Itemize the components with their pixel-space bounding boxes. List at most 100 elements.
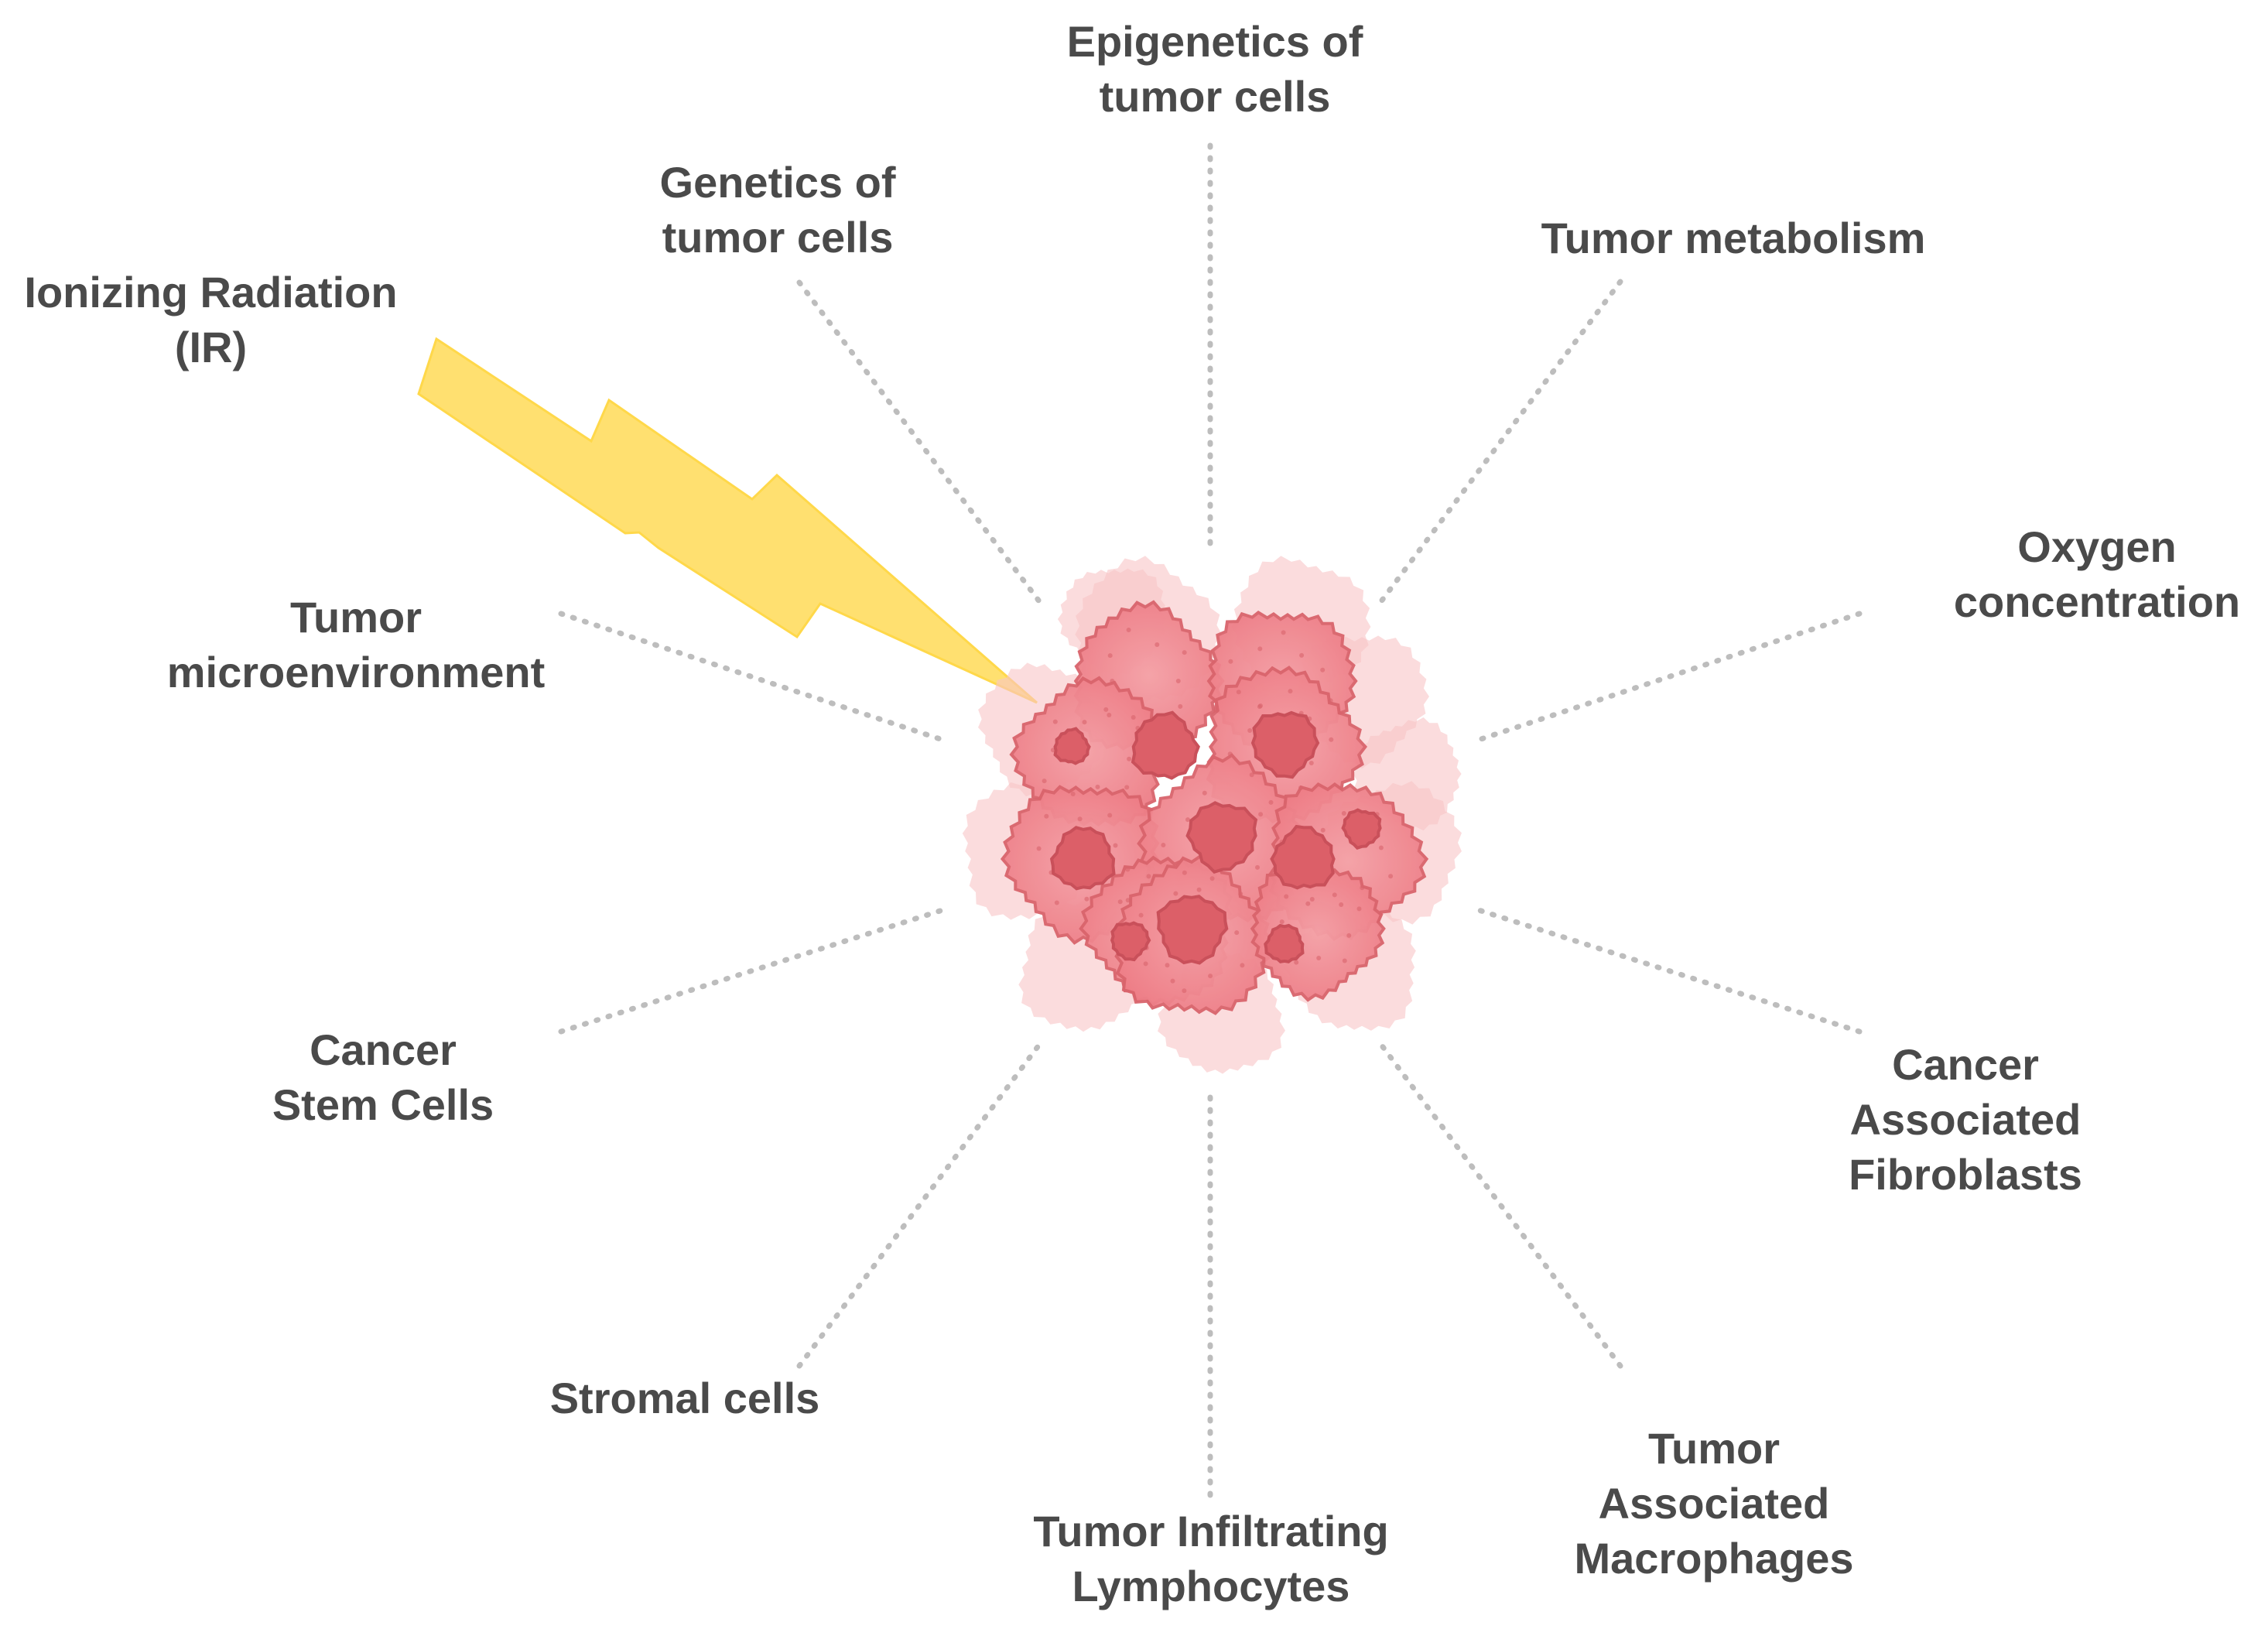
label-line: Stem Cells (272, 1080, 494, 1129)
cytoplasm-dot (1082, 720, 1087, 725)
cytoplasm-dot (1107, 813, 1113, 818)
label-line: Associated (1598, 1479, 1830, 1528)
cytoplasm-dot (1236, 690, 1241, 695)
cytoplasm-dot (1125, 867, 1131, 872)
cytoplasm-dot (1288, 689, 1293, 694)
cytoplasm-dot (1255, 864, 1260, 870)
cytoplasm-dot (1165, 963, 1170, 968)
cytoplasm-dot (1070, 792, 1076, 796)
cytoplasm-dot (1299, 652, 1305, 658)
cytoplasm-dot (1360, 885, 1365, 891)
cytoplasm-dot (1042, 779, 1047, 784)
label-line: (IR) (174, 323, 248, 371)
cytoplasm-dot (1234, 930, 1240, 936)
connector-oxygen (1476, 611, 1863, 743)
label-line: Genetics of (659, 158, 896, 207)
cytoplasm-dot (1126, 628, 1131, 632)
label-microenvironment: Tumor microenvironment (139, 590, 573, 700)
label-line: Cancer (1892, 1040, 2039, 1089)
label-line: microenvironment (166, 648, 546, 696)
label-tumor-associated-macrophages: Tumor Associated Macrophages (1540, 1421, 1888, 1586)
cytoplasm-dot (1182, 650, 1187, 655)
cytoplasm-dot (1342, 958, 1347, 963)
cytoplasm-dot (1284, 894, 1289, 899)
cytoplasm-dot (1125, 898, 1131, 903)
cytoplasm-dot (1332, 892, 1337, 898)
cytoplasm-dot (1281, 630, 1286, 635)
label-line: Lymphocytes (1072, 1562, 1350, 1610)
cytoplasm-dot (1279, 919, 1285, 925)
cytoplasm-dot (1309, 897, 1315, 902)
cytoplasm-dot (1182, 870, 1187, 875)
cytoplasm-dot (1110, 679, 1115, 683)
cytoplasm-dot (1173, 891, 1178, 896)
cell-nucleus (1110, 921, 1151, 962)
cytoplasm-dot (1249, 772, 1254, 778)
cytoplasm-dot (1320, 827, 1326, 833)
connector-tam (1378, 1042, 1623, 1369)
label-genetics: Genetics of tumor cells (623, 155, 932, 265)
cytoplasm-dot (1155, 642, 1160, 647)
label-cancer-stem-cells: Cancer Stem Cells (236, 1022, 530, 1132)
cell-nucleus (1250, 710, 1320, 779)
cytoplasm-dot (1305, 901, 1311, 906)
label-cancer-associated-fibroblasts: Cancer Associated Fibroblasts (1803, 1037, 2128, 1202)
cell-nucleus (1264, 923, 1305, 963)
cell-nucleus (1156, 895, 1229, 965)
label-line: Cancer (310, 1025, 457, 1074)
cytoplasm-dot (1138, 912, 1144, 918)
cytoplasm-dot (1339, 902, 1344, 907)
label-line: Epigenetics of (1066, 17, 1363, 66)
cytoplasm-dot (1143, 961, 1148, 967)
label-metabolism: Tumor metabolism (1501, 210, 1965, 265)
connector-csc (558, 907, 946, 1035)
label-line: concentration (1953, 577, 2241, 626)
cytoplasm-dot (1103, 707, 1109, 712)
connector-stromal (796, 1042, 1042, 1369)
cytoplasm-dot (1328, 698, 1333, 703)
cytoplasm-dot (1298, 785, 1303, 790)
cytoplasm-dot (1127, 756, 1132, 761)
cytoplasm-dot (1388, 874, 1394, 879)
tumor-cell-cluster-icon (962, 556, 1462, 1074)
cytoplasm-dot (1227, 751, 1233, 757)
label-line: Tumor (289, 593, 422, 642)
label-line: Oxygen (2017, 522, 2177, 571)
cytoplasm-dot (1294, 960, 1299, 965)
cytoplasm-dot (1268, 799, 1274, 805)
cytoplasm-dot (1170, 978, 1175, 984)
cytoplasm-dot (1107, 713, 1112, 717)
cell-nucleus (1053, 727, 1091, 765)
connector-genetics (796, 279, 1042, 604)
cell-nucleus (1049, 826, 1116, 891)
cytoplasm-dot (1378, 845, 1384, 850)
label-ionizing-radiation: Ionizing Radiation (IR) (0, 265, 422, 375)
label-line: Fibroblasts (1849, 1150, 2082, 1199)
cytoplasm-dot (1178, 703, 1183, 709)
cytoplasm-dot (1182, 988, 1187, 994)
cytoplasm-dot (1185, 817, 1190, 823)
label-epigenetics: Epigenetics of tumor cells (1045, 14, 1385, 124)
cytoplasm-dot (1077, 816, 1083, 822)
label-line: Tumor (1647, 1424, 1781, 1473)
cytoplasm-dot (1146, 874, 1151, 879)
cytoplasm-dot (1240, 963, 1245, 968)
cytoplasm-dot (1196, 887, 1202, 892)
connector-lines (558, 142, 1863, 1504)
cytoplasm-dot (1131, 715, 1136, 720)
label-tumor-infiltrating-lymphocytes: Tumor Infiltrating Lymphocytes (979, 1504, 1443, 1614)
connector-microenvironment (558, 611, 946, 743)
cytoplasm-dot (1209, 876, 1215, 881)
cell-nucleus (1341, 808, 1382, 850)
label-oxygen: Oxygen concentration (1931, 519, 2263, 629)
cytoplasm-dot (1341, 811, 1346, 816)
label-line: Associated (1849, 1095, 2082, 1144)
cytoplasm-dot (1247, 728, 1253, 733)
cytoplasm-dot (1084, 896, 1090, 902)
cell-nucleus (1131, 710, 1200, 780)
label-line: Tumor Infiltrating (1033, 1507, 1389, 1555)
cytoplasm-dot (1208, 974, 1213, 979)
label-stromal-cells: Stromal cells (515, 1371, 855, 1425)
cytoplasm-dot (1113, 843, 1118, 848)
cytoplasm-dot (1258, 703, 1263, 708)
